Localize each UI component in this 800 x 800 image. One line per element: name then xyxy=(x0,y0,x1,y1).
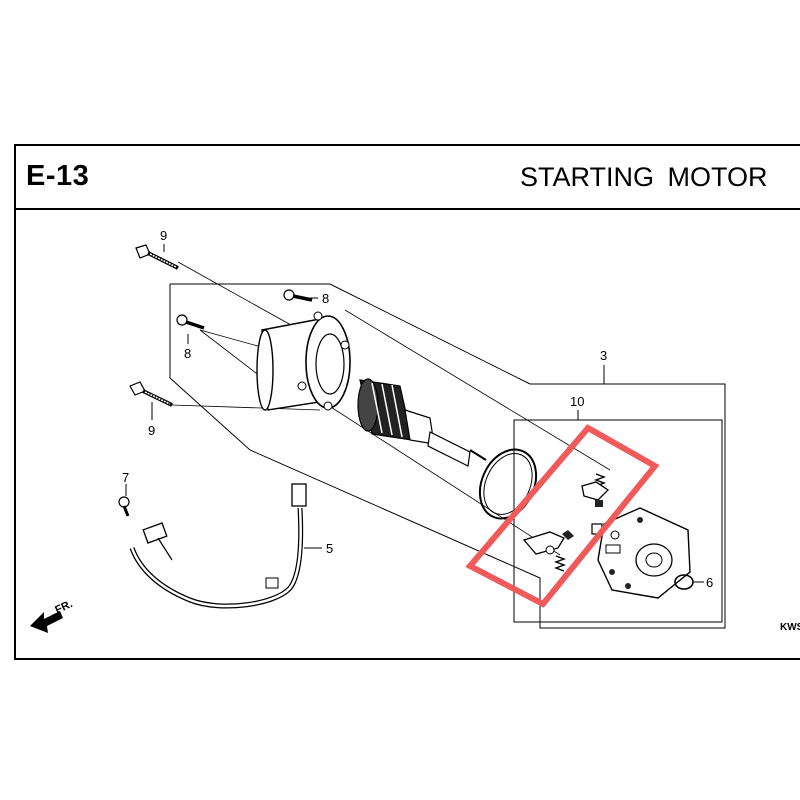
callout-8: 8 xyxy=(184,346,191,361)
o-ring-gasket xyxy=(478,448,538,520)
guide-line xyxy=(344,309,611,471)
assembly-10-outline xyxy=(513,419,723,623)
reference-code: KWS xyxy=(780,622,800,633)
wire-harness xyxy=(129,483,307,609)
bolt-7 xyxy=(118,496,130,517)
screw-8-left xyxy=(176,314,205,330)
front-direction-arrow-icon xyxy=(30,611,63,633)
guide-line xyxy=(177,261,301,331)
callout-3: 3 xyxy=(600,348,607,363)
section-code: E-13 xyxy=(26,160,90,192)
callout-9: 9 xyxy=(160,228,167,243)
brush-holder-lower xyxy=(522,530,574,555)
callout-5: 5 xyxy=(326,541,333,556)
callout-6: 6 xyxy=(706,575,713,590)
screw-8-upper xyxy=(283,289,313,302)
callout-10: 10 xyxy=(570,394,584,409)
callout-9: 9 xyxy=(148,423,155,438)
assembly-3-outline xyxy=(169,283,726,629)
o-ring-6 xyxy=(674,574,694,590)
diagram-frame xyxy=(14,144,800,660)
front-direction-label: FR. xyxy=(53,598,74,616)
highlight-box xyxy=(465,424,660,608)
bolt-9-lower xyxy=(129,381,173,407)
guide-line xyxy=(171,404,321,411)
callout-8: 8 xyxy=(322,291,329,306)
diagram-header: E-13 STARTING MOTOR xyxy=(14,146,800,210)
bolt-9-upper xyxy=(135,244,179,270)
spring-lower xyxy=(554,555,566,572)
guide-line xyxy=(199,329,266,381)
guide-line xyxy=(199,329,266,349)
motor-case xyxy=(256,311,351,411)
callout-7: 7 xyxy=(122,470,129,485)
guide-line xyxy=(319,399,561,556)
armature xyxy=(357,378,487,467)
section-title: STARTING MOTOR xyxy=(520,162,768,192)
brush-holder-upper xyxy=(581,481,610,507)
end-cover xyxy=(597,507,691,599)
